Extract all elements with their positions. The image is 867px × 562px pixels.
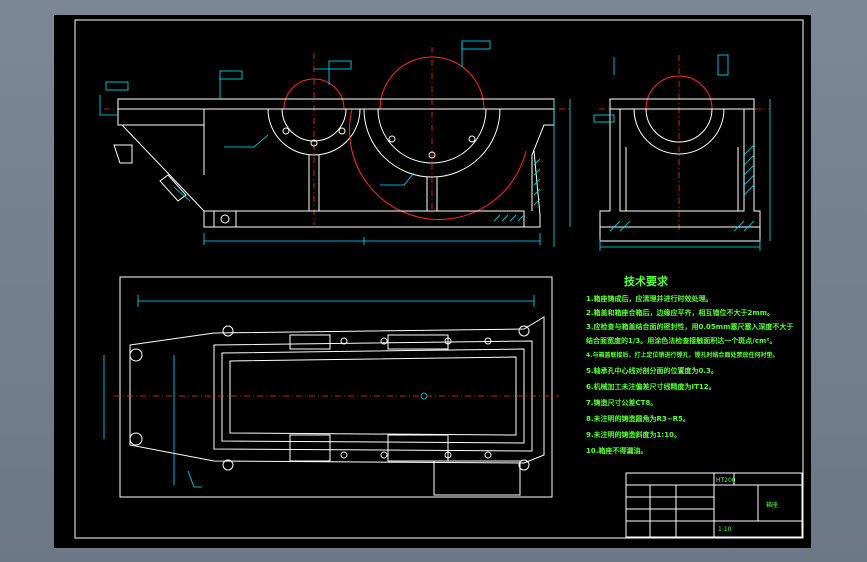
top-view <box>103 276 559 498</box>
cad-drawing: 技术要求 1.箱座铸成后，应清理并进行时效处理。 2.箱盖和箱座合箱后，边缘应平… <box>74 19 804 539</box>
note-item: 10.箱座不得漏油。 <box>586 446 647 455</box>
title-block-scale: 1:10 <box>718 526 732 533</box>
side-view <box>593 55 771 251</box>
note-item: 1.箱座铸成后，应清理并进行时效处理。 <box>586 294 713 303</box>
note-item: 6.机械加工未注偏差尺寸线精度为IT12。 <box>586 382 716 391</box>
notes-title: 技术要求 <box>624 274 669 288</box>
front-view <box>99 40 729 247</box>
title-block-code: HT200 <box>716 477 736 484</box>
note-item: 5.轴承孔中心线对剖分面的位置度为0.3。 <box>586 366 718 375</box>
title-block-name: 箱座 <box>766 501 778 509</box>
note-item: 结合面宽度的1/3。用涂色法检查接触面积达一个斑点/cm²。 <box>585 336 776 345</box>
note-item: 3.应检查与箱盖结合面的密封性，用0.05mm塞尺塞入深度不大于 <box>586 322 793 331</box>
note-item: 9.未注明的铸造斜度为1:10。 <box>586 430 681 439</box>
drawing-frame <box>74 19 804 539</box>
drawing-sheet: 技术要求 1.箱座铸成后，应清理并进行时效处理。 2.箱盖和箱座合箱后，边缘应平… <box>54 15 811 548</box>
note-item: 8.未注明的铸造圆角为R3~R5。 <box>586 414 690 423</box>
note-item: 2.箱盖和箱座合箱后，边缘应平齐，相互错位不大于2mm。 <box>586 308 774 317</box>
note-item: 7.铸造尺寸公差CT8。 <box>586 398 657 407</box>
technical-notes: 技术要求 1.箱座铸成后，应清理并进行时效处理。 2.箱盖和箱座合箱后，边缘应平… <box>585 274 793 455</box>
note-item: 4.与箱盖联接后，打上定位销进行镗孔，镗孔时结合面处禁放任何衬垫。 <box>586 351 778 359</box>
title-block: HT200 箱座 1:10 <box>625 472 803 538</box>
